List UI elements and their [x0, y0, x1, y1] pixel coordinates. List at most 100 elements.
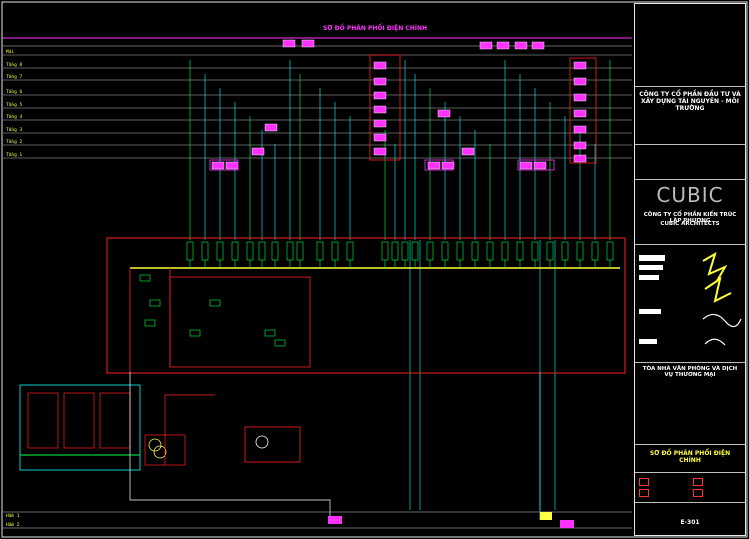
distribution-panel [282, 39, 296, 48]
generator-box [244, 426, 301, 463]
generator-symbol [255, 435, 269, 449]
breaker [331, 241, 339, 261]
breaker [591, 241, 599, 261]
breaker [381, 241, 389, 261]
diagram-header: SƠ ĐỒ PHÂN PHỐI ĐIỆN CHÍNH [323, 23, 427, 32]
generator-section [169, 276, 311, 368]
level-label: Tầng 4 [6, 113, 23, 120]
breaker [346, 241, 354, 261]
distribution-panel [573, 77, 587, 86]
logo-text: CUBIC [656, 183, 724, 207]
signature-table [635, 249, 691, 359]
breaker [209, 299, 221, 307]
revision-table [635, 4, 745, 44]
firm-name: CÔNG TY CỔ PHẦN KIẾN TRÚC LẬP PHƯƠNG [643, 212, 737, 225]
level-label: Tầng 3 [6, 126, 23, 133]
breaker [486, 241, 494, 261]
distribution-panel [251, 147, 265, 156]
breaker [576, 241, 584, 261]
level-label: Tầng 6 [6, 88, 23, 95]
distribution-panel [373, 77, 387, 86]
distribution-panel [514, 41, 528, 50]
distribution-panels [211, 39, 587, 170]
distribution-panel [573, 109, 587, 118]
breaker [231, 241, 239, 261]
breaker [296, 241, 304, 261]
distribution-panel [461, 147, 475, 156]
basement-label: Hầm 2 [6, 521, 20, 528]
breaker [258, 241, 266, 261]
project-name: TÒA NHÀ VĂN PHÒNG VÀ DỊCH VỤ THƯƠNG MẠI [642, 366, 738, 379]
breaker [144, 319, 156, 327]
breaker [139, 274, 151, 282]
breaker [426, 241, 434, 261]
distribution-panel [441, 161, 455, 170]
breaker [606, 241, 614, 261]
distribution-panel [533, 161, 547, 170]
distribution-panel [519, 161, 533, 170]
transformer-room [19, 384, 141, 471]
company-logo: CUBIC [639, 184, 741, 207]
basement-label: Hầm 1 [6, 512, 20, 519]
distribution-panel [301, 39, 315, 48]
distribution-panel [437, 109, 451, 118]
breaker [546, 241, 554, 261]
breaker [286, 241, 294, 261]
breaker [531, 241, 539, 261]
distribution-panel [211, 161, 225, 170]
breaker [271, 241, 279, 261]
breaker [401, 241, 409, 261]
breaker [316, 241, 324, 261]
breaker [411, 241, 419, 261]
level-label: Tầng 8 [6, 61, 23, 68]
breaker [149, 299, 161, 307]
distribution-panel [373, 61, 387, 70]
breaker [391, 241, 399, 261]
distribution-panel [573, 93, 587, 102]
breaker [201, 241, 209, 261]
title-block: CÔNG TY CỔ PHẦN ĐẦU TƯ VÀ XÂY DỰNG TÀI N… [634, 3, 746, 536]
drawing-title: SƠ ĐỒ PHÂN PHỐI ĐIỆN CHÍNH [649, 450, 731, 464]
distribution-panel [479, 41, 493, 50]
drawing-number: E-301 [680, 519, 700, 526]
distribution-panel [496, 41, 510, 50]
level-label: Mái [6, 48, 14, 55]
distribution-panel [264, 123, 278, 132]
signature-marks [702, 251, 742, 346]
distribution-panel [573, 141, 587, 150]
level-label: Tầng 5 [6, 101, 23, 108]
breaker [471, 241, 479, 261]
breaker [189, 329, 201, 337]
level-label: Tầng 7 [6, 73, 23, 80]
level-label: Tầng 2 [6, 138, 23, 145]
breaker [246, 241, 254, 261]
breaker [561, 241, 569, 261]
distribution-panel [573, 154, 587, 163]
breaker [264, 329, 276, 337]
breaker [516, 241, 524, 261]
level-label: Tầng 1 [6, 151, 23, 158]
feeder-breakers [139, 241, 614, 347]
distribution-panel [573, 125, 587, 134]
distribution-panel [427, 161, 441, 170]
distribution-panel [373, 119, 387, 128]
distribution-panel [573, 61, 587, 70]
breaker [441, 241, 449, 261]
distribution-panel [531, 41, 545, 50]
distribution-panel [373, 133, 387, 142]
breaker [186, 241, 194, 261]
distribution-panel [373, 91, 387, 100]
breaker [501, 241, 509, 261]
breaker [456, 241, 464, 261]
main-switchboard-outline [106, 237, 626, 374]
breaker [274, 339, 286, 347]
transformer-symbol [148, 438, 162, 452]
breaker [216, 241, 224, 261]
distribution-panel [373, 105, 387, 114]
distribution-panel [373, 147, 387, 156]
floor-level-lines [3, 54, 632, 159]
distribution-panel [225, 161, 239, 170]
firm-subname: CUBIC ARCHITECTS [660, 221, 720, 227]
project-owner: CÔNG TY CỔ PHẦN ĐẦU TƯ VÀ XÂY DỰNG TÀI N… [639, 91, 741, 112]
